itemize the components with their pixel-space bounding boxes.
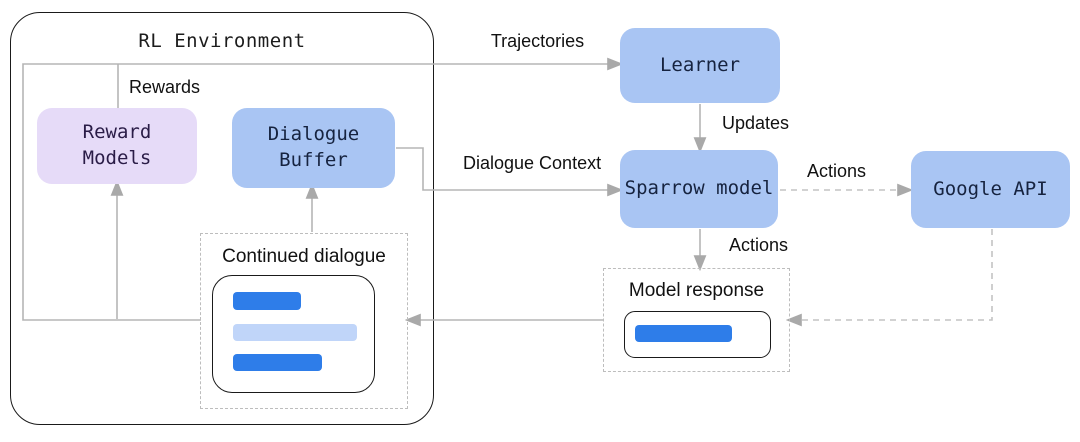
- rl-environment-group: RL Environment: [10, 12, 434, 425]
- node-learner: Learner: [620, 28, 780, 103]
- node-sparrow-model: Sparrow model: [620, 150, 778, 228]
- edge-label-updates: Updates: [722, 113, 790, 133]
- edge-label-actions-api: Actions: [807, 161, 867, 181]
- edge-trajectories-line: [22, 57, 624, 321]
- node-reward-models: Reward Models: [37, 108, 197, 184]
- chat-bubble-bar: [233, 324, 357, 341]
- node-google-api: Google API: [911, 151, 1070, 228]
- node-dialogue-buffer: Dialogue Buffer: [232, 108, 395, 188]
- group-continued-dialogue: Continued dialogue: [200, 233, 408, 409]
- continued-dialogue-label: Continued dialogue: [222, 246, 386, 267]
- model-response-label: Model response: [628, 280, 765, 301]
- edge-label-rewards: Rewards: [129, 77, 201, 97]
- chat-bubble-bar: [635, 325, 732, 342]
- edge-label-trajectories: Trajectories: [490, 31, 585, 51]
- chat-bubble-bar: [233, 292, 301, 310]
- edge-dialogue-context-line: [396, 147, 624, 197]
- edge-api-return-line: [785, 229, 993, 327]
- edge-label-actions-response: Actions: [729, 235, 789, 255]
- rl-environment-title: RL Environment: [138, 30, 306, 52]
- chat-bubble-bar: [233, 354, 322, 371]
- continued-dialogue-chat-card: [212, 275, 375, 393]
- edge-label-dialogue-context: Dialogue Context: [463, 153, 602, 173]
- model-response-chat-card: [624, 311, 771, 358]
- group-model-response: Model response: [603, 268, 790, 372]
